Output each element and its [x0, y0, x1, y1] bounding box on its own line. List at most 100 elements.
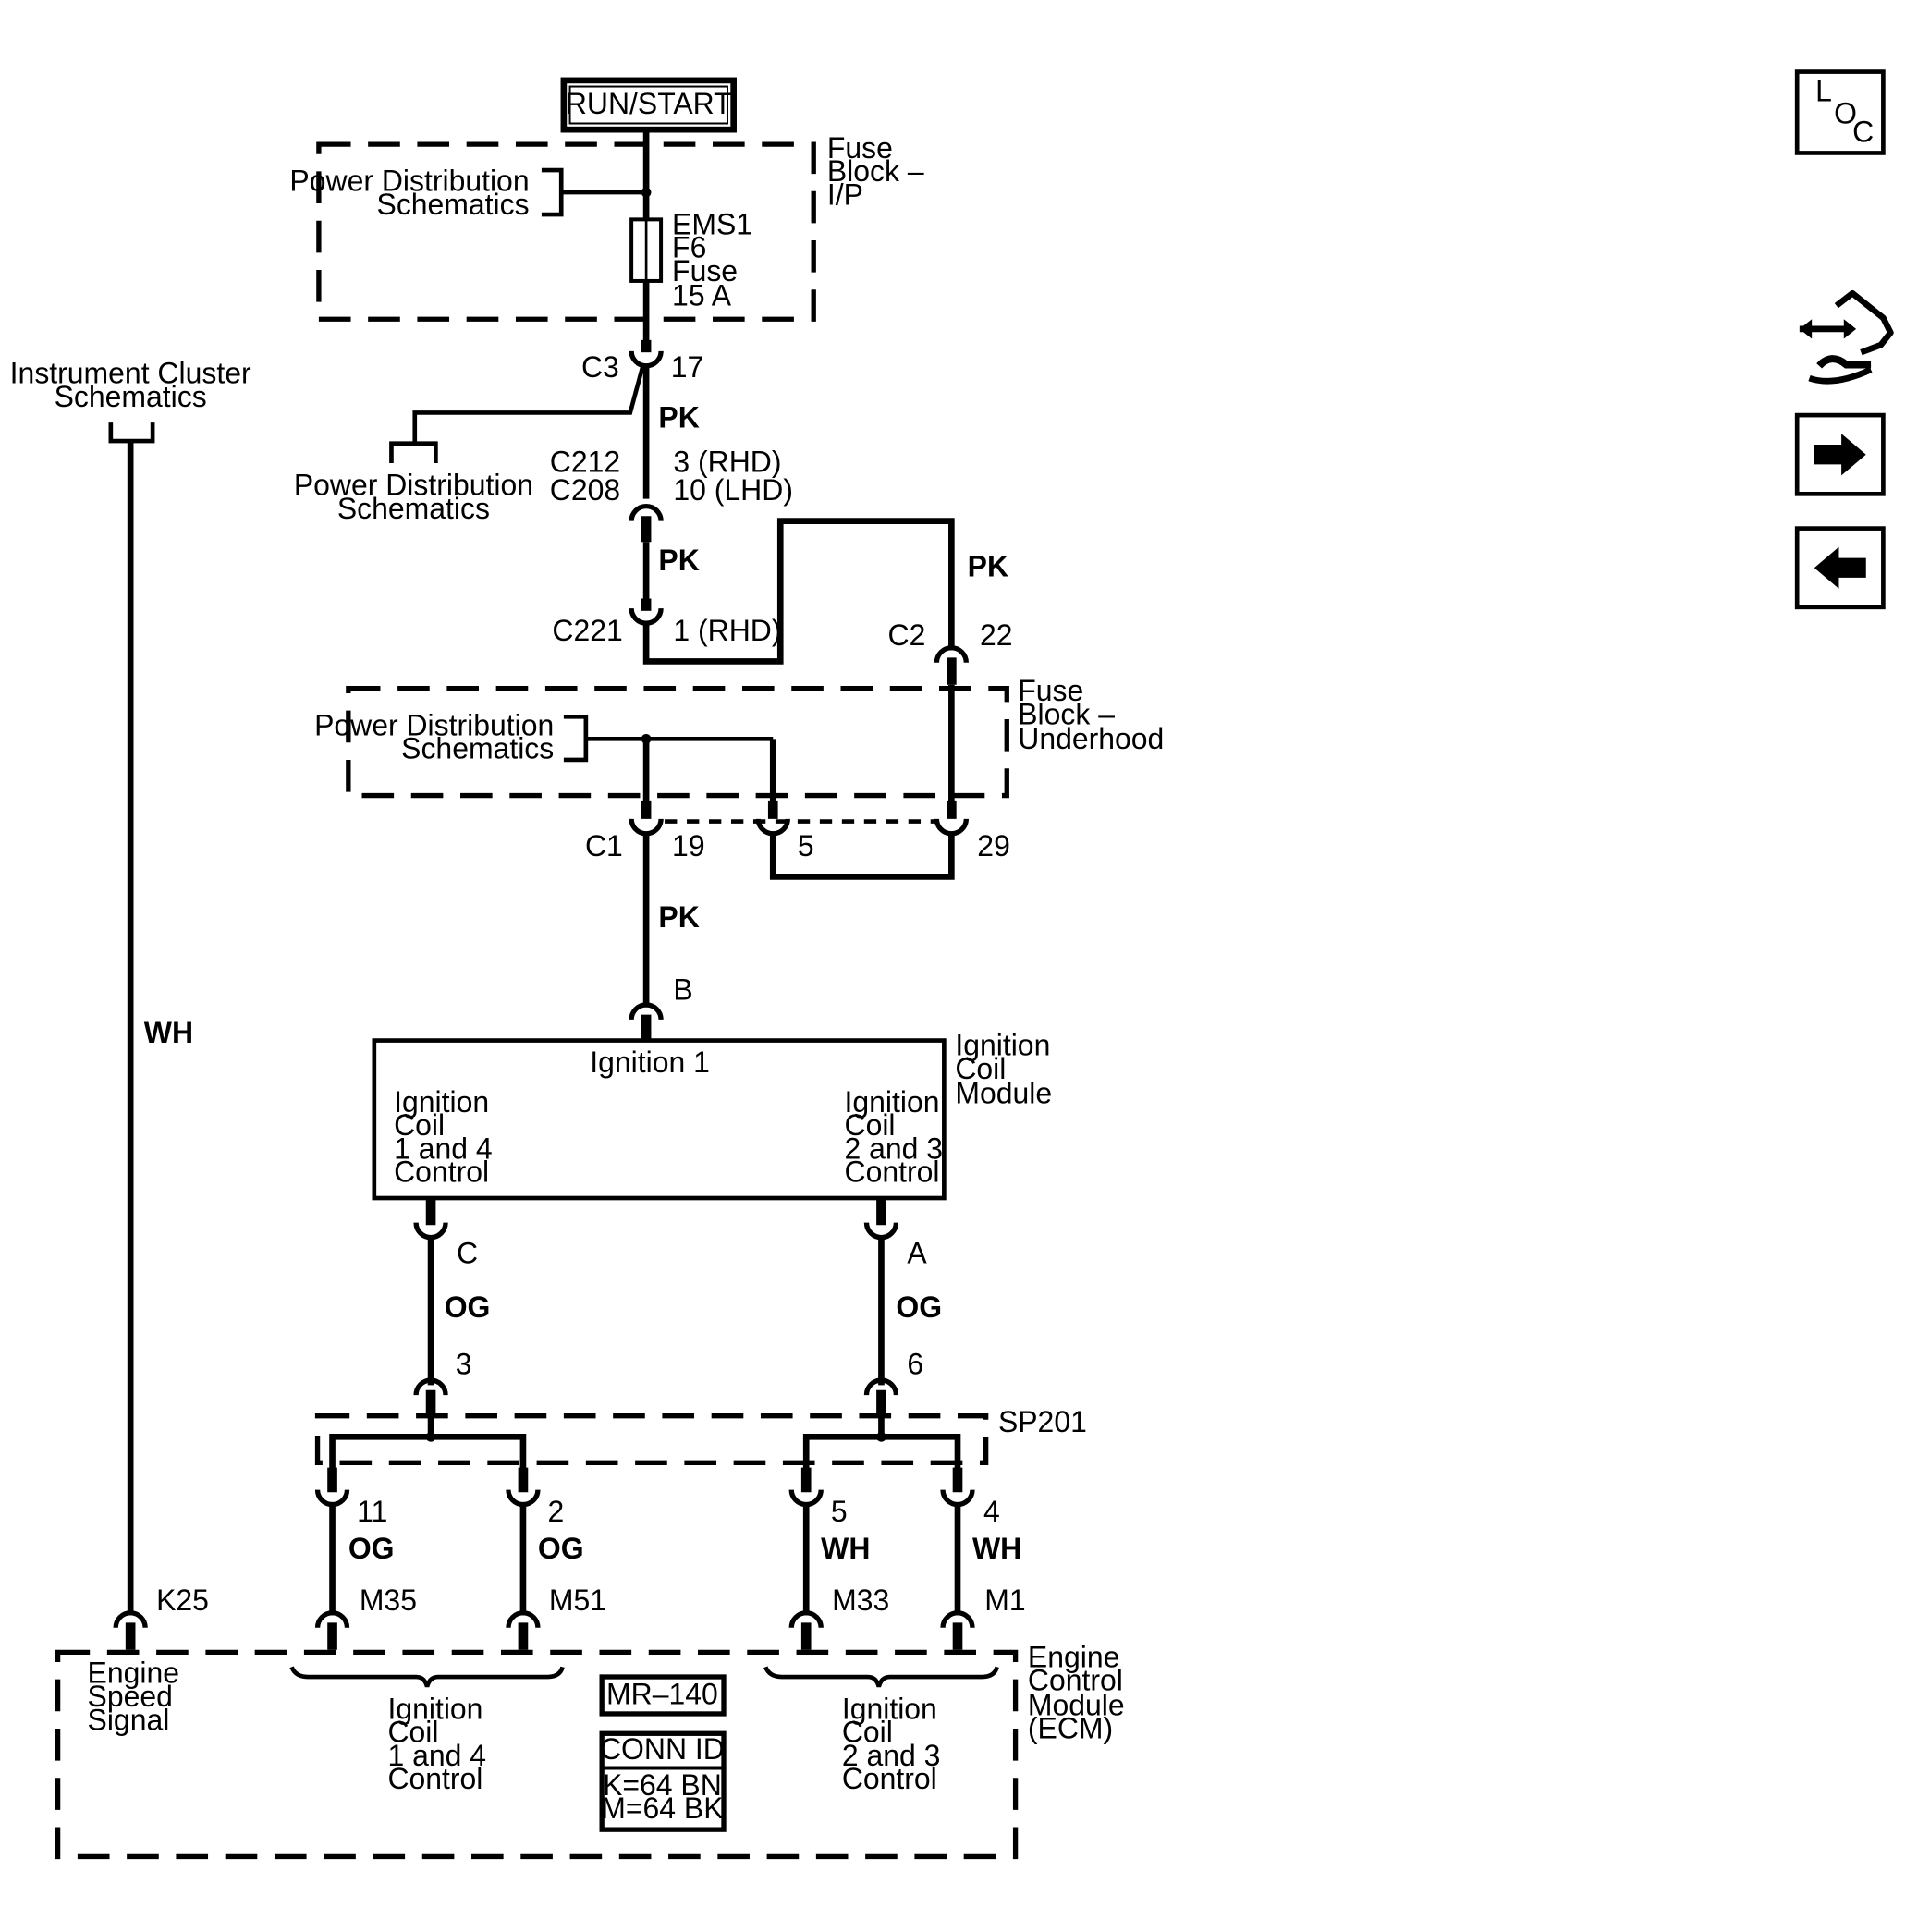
connector-c221: C221 1 (RHD): [552, 598, 782, 647]
svg-text:Block –: Block –: [827, 154, 924, 188]
svg-text:Control: Control: [394, 1156, 489, 1189]
fuse-block-ip-label: Fuse Block – I/P: [827, 131, 924, 212]
svg-text:Ignition: Ignition: [842, 1692, 937, 1725]
fuse-block-underhood-label: Fuse Block – Underhood: [1018, 674, 1164, 755]
splice-output-11: 11: [314, 1467, 387, 1528]
svg-text:Coil: Coil: [955, 1052, 1006, 1085]
svg-text:Ignition 1: Ignition 1: [590, 1045, 710, 1079]
ecm-pin-k25: K25: [113, 1584, 209, 1650]
svg-text:1 and 4: 1 and 4: [387, 1739, 486, 1772]
run-start-label: RUN/START: [560, 77, 737, 133]
ecm-boundary: [55, 1649, 1019, 1860]
ecm-pin-m51: M51: [506, 1584, 606, 1650]
wire-color-og-left: OG: [445, 1290, 491, 1324]
svg-text:Schematics: Schematics: [337, 492, 490, 525]
svg-text:F6: F6: [672, 231, 706, 264]
connector-icm-b: B: [629, 973, 693, 1041]
svg-text:2 and 3: 2 and 3: [842, 1739, 941, 1772]
fuse-ems1-f6: EMS1 F6 Fuse 15 A: [629, 207, 752, 312]
ecm-right-group-label: Ignition Coil 2 and 3 Control: [842, 1692, 941, 1795]
svg-text:C208: C208: [550, 473, 620, 507]
svg-text:C1: C1: [585, 829, 623, 862]
connector-c3: C3 17: [581, 339, 704, 384]
wire-color-og-right: OG: [896, 1290, 942, 1324]
engine-speed-signal-label: Engine Speed Signal: [88, 1657, 179, 1737]
ecm-conn-id-table: CONN ID K=64 BN M=64 BK: [599, 1730, 727, 1832]
wire-color-pk-1: PK: [658, 400, 699, 434]
power-distribution-ref-2[interactable]: Power Distribution Schematics: [294, 366, 645, 525]
fuse-block-ip-boundary: [316, 141, 816, 322]
svg-text:Engine: Engine: [1028, 1640, 1119, 1673]
fuse-block-underhood-boundary: [346, 686, 1009, 799]
wiring-legend-icon[interactable]: [1799, 289, 1894, 385]
svg-text:L: L: [1815, 75, 1832, 108]
svg-text:Control: Control: [842, 1762, 937, 1795]
svg-text:6: 6: [907, 1347, 923, 1380]
svg-text:Fuse: Fuse: [827, 131, 893, 165]
svg-text:Ignition: Ignition: [387, 1692, 482, 1725]
splice-input-6: 6: [863, 1347, 923, 1416]
arrow-right-icon[interactable]: [1794, 412, 1886, 496]
svg-text:3 (RHD): 3 (RHD): [673, 445, 781, 478]
svg-text:Power Distribution: Power Distribution: [294, 469, 533, 502]
wire-color-pk-4: PK: [658, 900, 699, 934]
svg-text:Fuse: Fuse: [1018, 674, 1083, 707]
svg-text:Coil: Coil: [387, 1716, 438, 1749]
svg-text:17: 17: [671, 350, 704, 384]
svg-text:Underhood: Underhood: [1018, 722, 1164, 755]
power-distribution-ref-3[interactable]: Power Distribution Schematics: [314, 708, 774, 765]
svg-text:Fuse: Fuse: [672, 254, 738, 287]
arrow-left-icon[interactable]: [1794, 526, 1886, 610]
location-button[interactable]: L O C: [1794, 69, 1886, 155]
svg-text:Coil: Coil: [842, 1716, 893, 1749]
svg-text:2 and 3: 2 and 3: [845, 1131, 944, 1165]
wire-color-wh-4: WH: [972, 1532, 1021, 1565]
svg-text:Power Distribution: Power Distribution: [314, 708, 554, 741]
svg-text:MR–140: MR–140: [606, 1677, 718, 1710]
svg-text:M33: M33: [832, 1584, 889, 1617]
instrument-cluster-ref[interactable]: Instrument Cluster Schematics: [10, 356, 251, 444]
wire-color-og-2: OG: [538, 1532, 584, 1565]
wire-color-og-11: OG: [348, 1532, 395, 1565]
svg-text:C212: C212: [550, 445, 620, 478]
svg-text:10 (LHD): 10 (LHD): [673, 473, 793, 507]
wire-color-wh-5: WH: [821, 1532, 870, 1565]
splice-output-5: 5: [788, 1467, 848, 1528]
connector-icm-a: A: [863, 1198, 927, 1270]
ecm-label: Engine Control Module (ECM): [1028, 1640, 1125, 1744]
svg-text:5: 5: [798, 829, 814, 862]
svg-text:29: 29: [977, 829, 1010, 862]
connector-c212-c208: C212 C208 3 (RHD) 10 (LHD): [550, 445, 793, 543]
splice-input-3: 3: [413, 1347, 471, 1416]
wire-color-pk-2: PK: [658, 544, 699, 577]
svg-text:CONN ID: CONN ID: [600, 1732, 725, 1766]
power-distribution-ref-1[interactable]: Power Distribution Schematics: [289, 165, 652, 221]
svg-text:Module: Module: [955, 1076, 1052, 1109]
wire-color-pk-3: PK: [968, 550, 1008, 583]
svg-text:C: C: [457, 1237, 478, 1270]
svg-text:O: O: [1834, 96, 1857, 129]
svg-text:A: A: [907, 1237, 927, 1270]
ecm-pin-m33: M33: [788, 1584, 889, 1650]
svg-text:11: 11: [357, 1495, 387, 1528]
svg-text:Speed: Speed: [88, 1680, 173, 1713]
svg-text:19: 19: [672, 829, 705, 862]
svg-text:C2: C2: [888, 618, 926, 652]
connector-icm-c: C: [413, 1198, 478, 1270]
ecm-pin-m1: M1: [940, 1584, 1026, 1650]
svg-text:B: B: [673, 973, 692, 1007]
svg-text:M35: M35: [360, 1584, 417, 1617]
svg-text:Instrument Cluster: Instrument Cluster: [10, 356, 251, 389]
svg-text:2: 2: [548, 1495, 565, 1528]
svg-text:22: 22: [980, 618, 1013, 652]
svg-text:1 (RHD): 1 (RHD): [673, 614, 781, 647]
svg-text:Ignition: Ignition: [394, 1085, 489, 1119]
svg-text:C3: C3: [581, 350, 619, 384]
svg-text:M1: M1: [984, 1584, 1025, 1617]
svg-text:Control: Control: [845, 1156, 940, 1189]
ecm-pin-m35: M35: [314, 1584, 417, 1650]
ignition-coil-module: Ignition 1 Ignition Coil 1 and 4 Control…: [372, 1029, 1052, 1201]
svg-text:1 and 4: 1 and 4: [394, 1131, 493, 1165]
svg-text:(ECM): (ECM): [1028, 1712, 1113, 1745]
svg-text:Signal: Signal: [88, 1703, 170, 1736]
